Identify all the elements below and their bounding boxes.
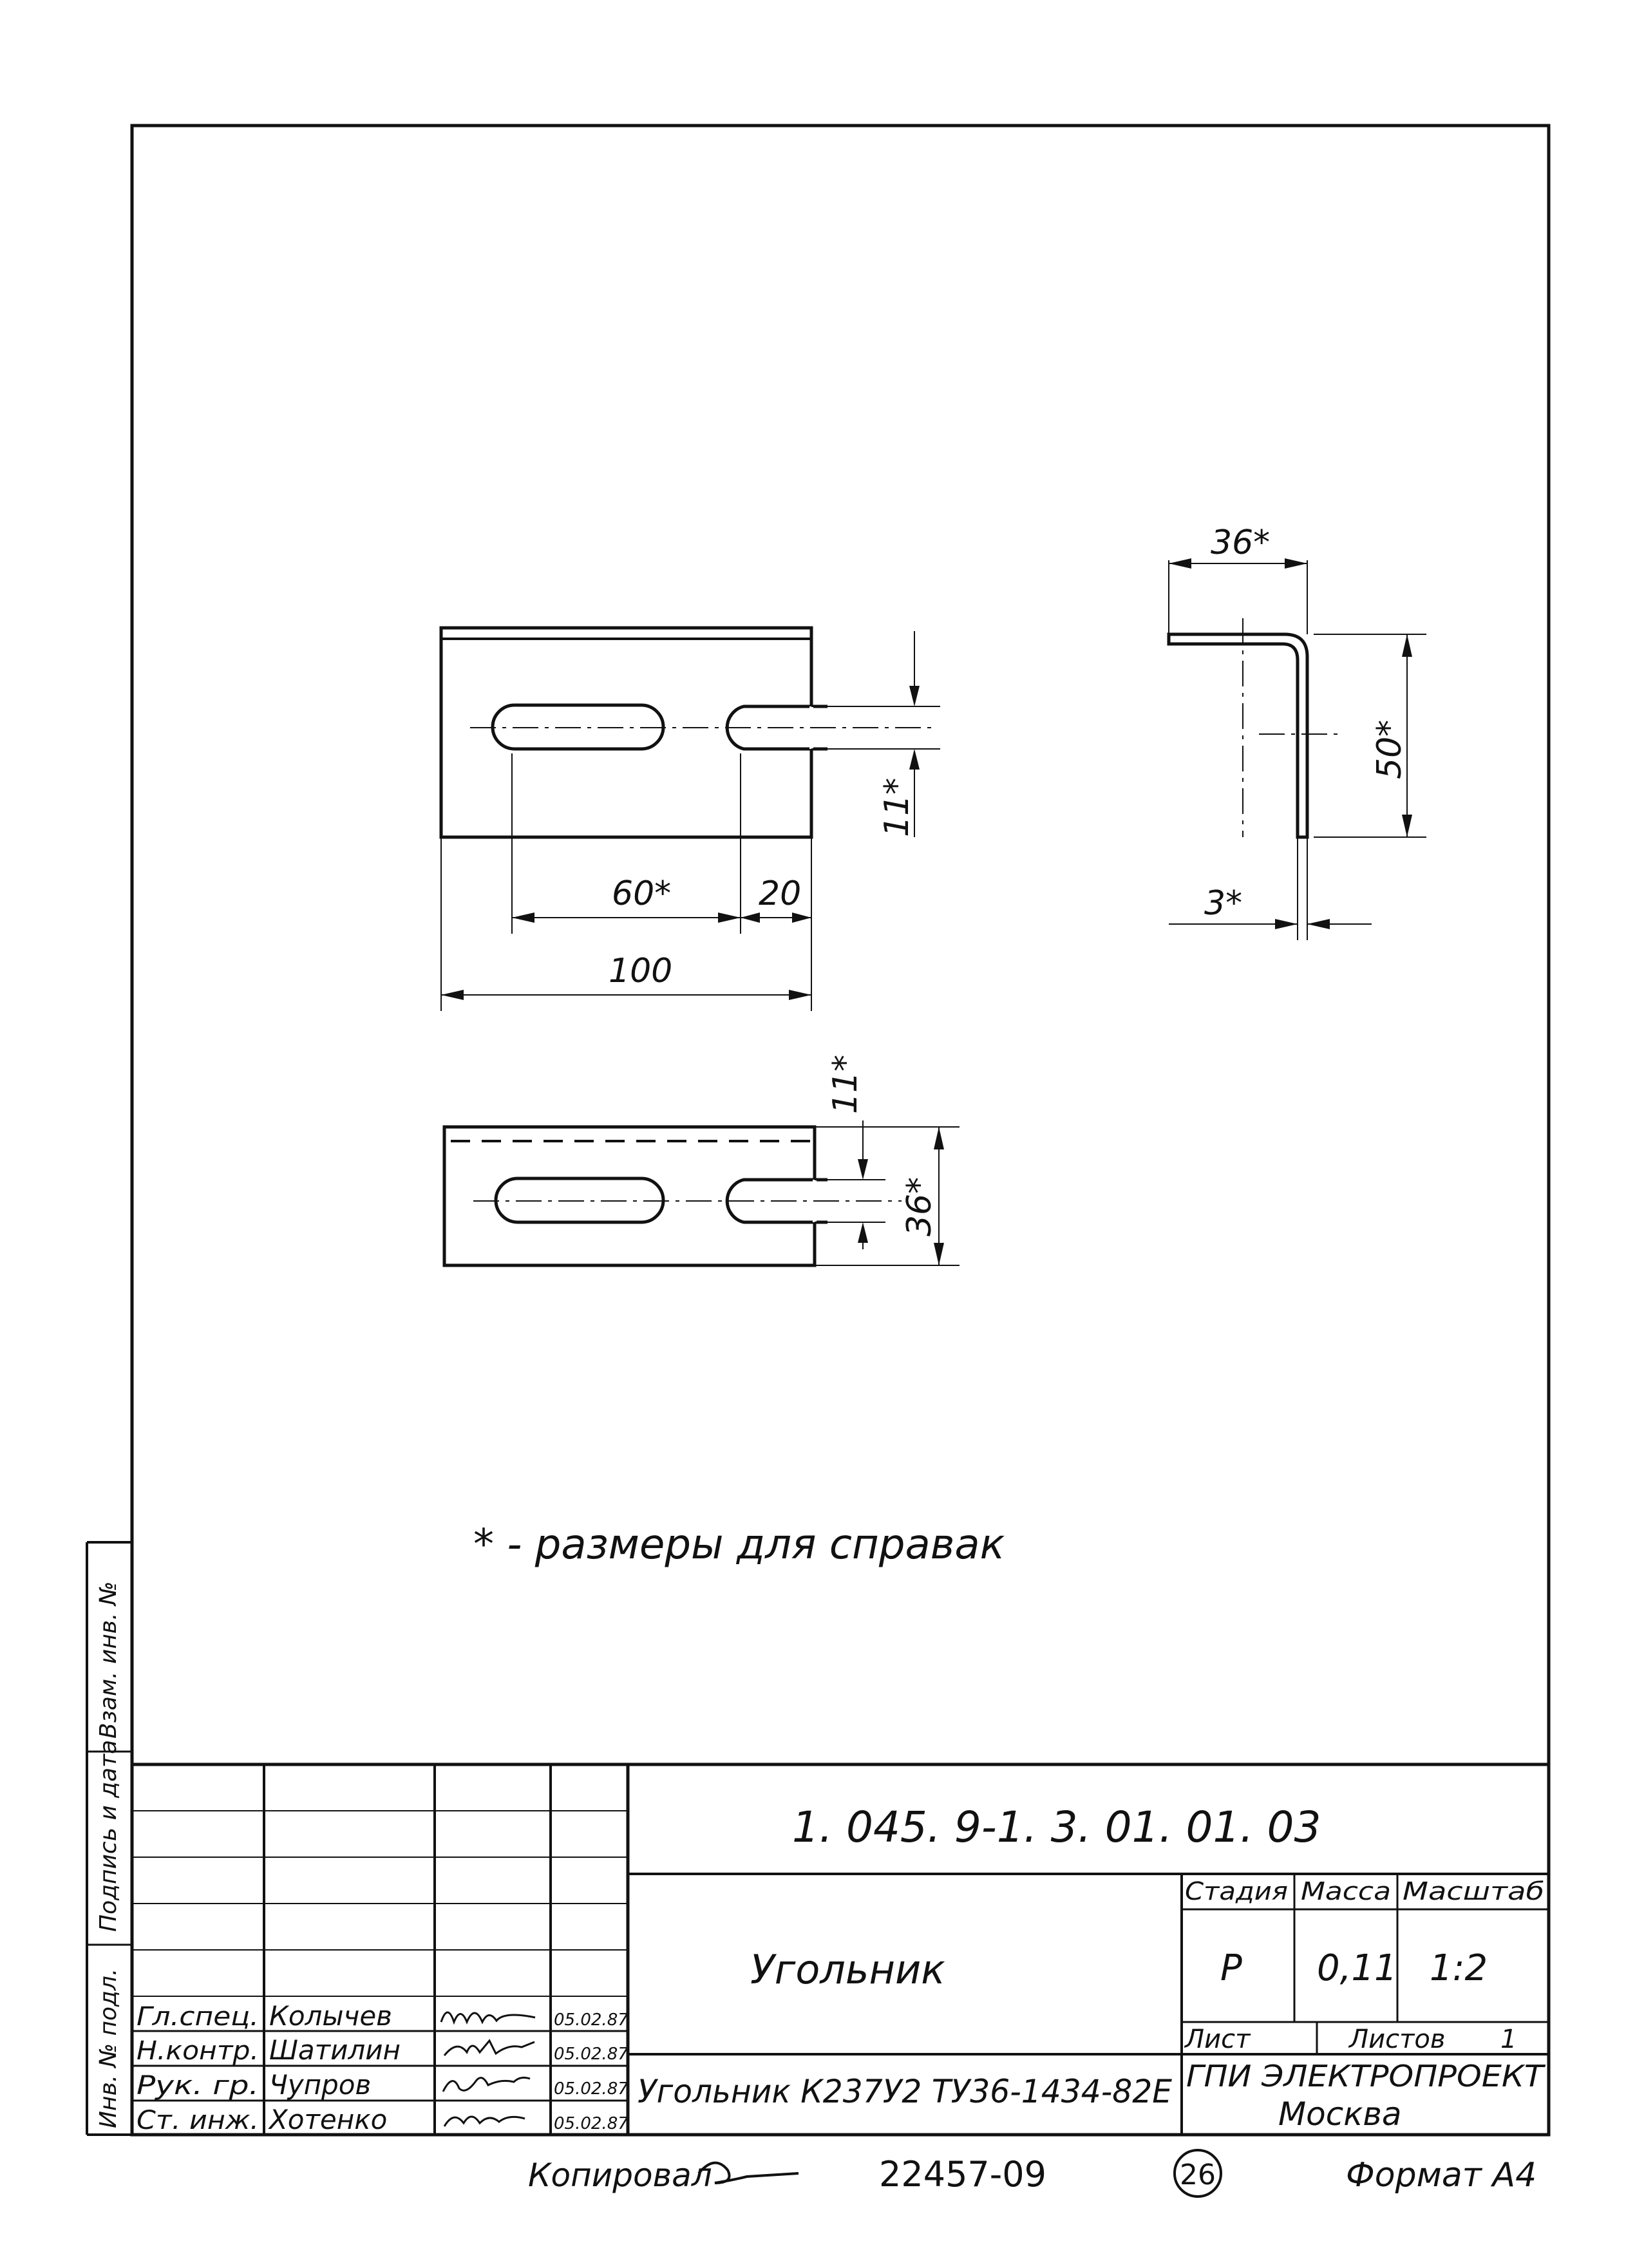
header-scale: Масштаб — [1403, 1877, 1544, 1905]
dim-60: 60* — [612, 874, 671, 913]
sheet-frame — [130, 124, 1551, 2137]
header-mass: Масса — [1301, 1877, 1391, 1905]
sig-name: Колычев — [269, 2000, 392, 2032]
sig-date: 05.02.87 — [554, 2079, 629, 2099]
handwritten-signatures — [440, 2011, 536, 2127]
dim-20: 20 — [759, 874, 801, 913]
circle-number-ring — [1173, 2149, 1222, 2198]
value-scale: 1:2 — [1430, 1947, 1488, 1989]
sig-date: 05.02.87 — [554, 2114, 629, 2133]
document-number: 1. 045. 9-1. 3. 01. 01. 03 — [792, 1802, 1321, 1852]
signature-rows: Гл.спец. Колычев 05.02.87 Н.контр. Шатил… — [137, 2000, 629, 2135]
sig-date: 05.02.87 — [554, 2010, 629, 2030]
sig-role: Гл.спец. — [137, 2002, 259, 2032]
side-label-inv-replace: Взам. инв. № — [95, 1582, 122, 1739]
sig-name: Шатилин — [269, 2034, 401, 2066]
dim-50: 50* — [1370, 720, 1409, 779]
front-view — [439, 626, 940, 1011]
sheets-label: Листов — [1348, 2025, 1445, 2054]
side-label-sign-date: Подпись и дата — [95, 1740, 122, 1932]
value-stage: Р — [1220, 1947, 1242, 1989]
material-spec: Угольник К237У2 ТУ36-1434-82Е — [638, 2073, 1172, 2110]
side-label-inv-orig: Инв. № подл. — [95, 1969, 122, 2128]
circle-number: 26 — [1180, 2159, 1216, 2191]
part-name: Угольник — [750, 1946, 945, 1993]
value-mass: 0,11 — [1317, 1947, 1397, 1989]
dim-100: 100 — [609, 952, 672, 990]
title-block — [132, 1762, 1549, 2135]
org-line-1: ГПИ ЭЛЕКТРОПРОЕКТ — [1186, 2059, 1546, 2093]
dim-11-bottom: 11* — [826, 1055, 865, 1114]
copier-signature — [697, 2161, 799, 2184]
reference-note: * - размеры для справак — [473, 1521, 1005, 1569]
sig-role: Ст. инж. — [137, 2106, 259, 2135]
dim-36-bottom: 36* — [900, 1177, 939, 1236]
sig-role: Н.контр. — [137, 2036, 259, 2066]
sig-date: 05.02.87 — [554, 2045, 629, 2064]
sheets-count: 1 — [1500, 2025, 1517, 2054]
sig-role: Рук. гр. — [137, 2071, 259, 2101]
dim-3: 3* — [1204, 884, 1242, 923]
side-view — [1167, 558, 1426, 940]
dim-36-side: 36* — [1211, 524, 1270, 562]
footer-code: 22457-09 — [879, 2154, 1046, 2195]
org-line-2: Москва — [1278, 2095, 1402, 2133]
copied-label: Копировал — [528, 2157, 712, 2194]
format-label: Формат А4 — [1346, 2156, 1536, 2195]
sig-name: Чупров — [269, 2069, 371, 2101]
header-stage: Стадия — [1185, 1877, 1288, 1905]
bottom-view — [442, 1120, 960, 1267]
sheet-label: Лист — [1184, 2025, 1251, 2054]
dim-11-top: 11* — [878, 778, 916, 837]
sig-name: Хотенко — [268, 2104, 387, 2135]
